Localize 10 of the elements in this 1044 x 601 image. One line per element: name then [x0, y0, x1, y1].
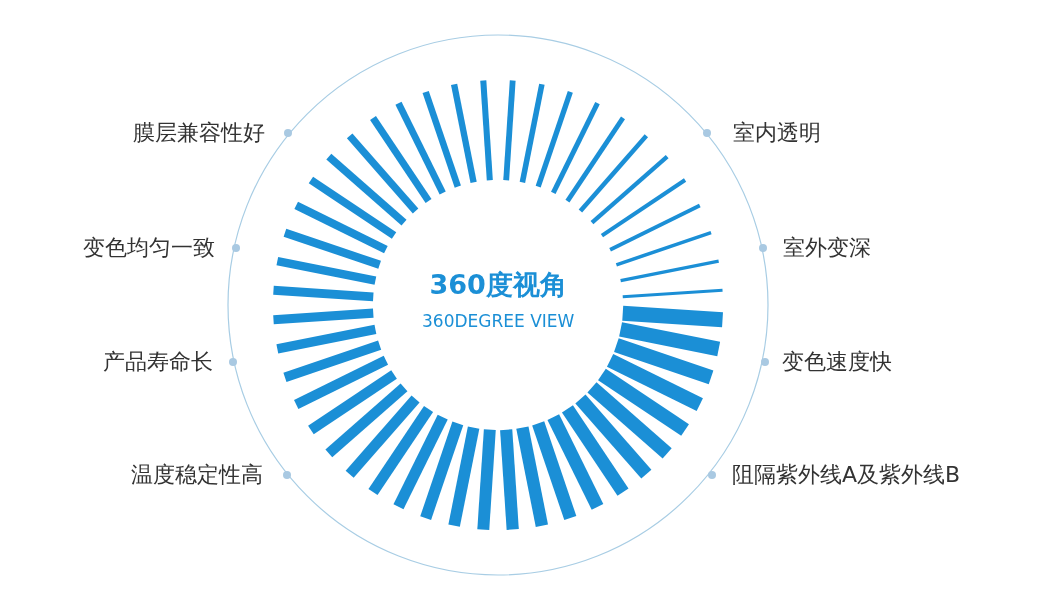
center-subtitle: 360DEGREE VIEW: [422, 310, 575, 333]
feature-label: 变色均匀一致: [83, 234, 215, 262]
feature-label: 阻隔紫外线A及紫外线B: [732, 461, 961, 489]
feature-label: 室内透明: [733, 119, 821, 147]
feature-label: 变色速度快: [782, 348, 892, 376]
feature-label: 膜层兼容性好: [133, 119, 265, 147]
feature-label: 产品寿命长: [103, 348, 213, 376]
feature-label: 温度稳定性高: [131, 461, 263, 489]
feature-label: 室外变深: [783, 234, 871, 262]
center-title: 360度视角: [429, 269, 567, 300]
